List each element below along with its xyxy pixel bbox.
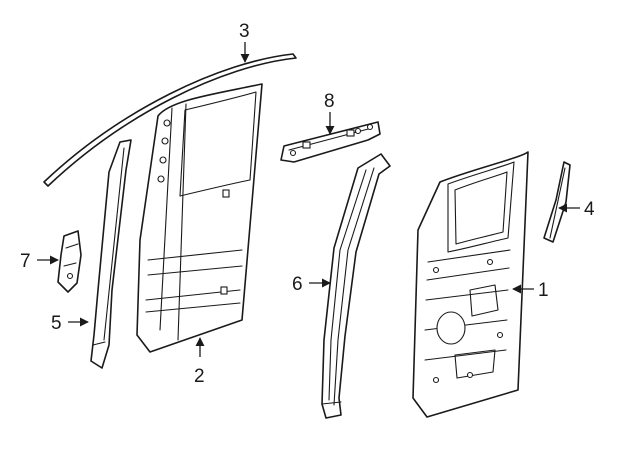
part-6-door-seal[interactable]	[321, 153, 391, 419]
part-4-edge-strip[interactable]	[543, 161, 571, 243]
callout-5: 5	[51, 313, 62, 334]
part-3-roof-weatherstrip[interactable]	[43, 53, 297, 187]
part-8-upper-plate[interactable]	[280, 121, 381, 163]
callout-1: 1	[538, 280, 549, 301]
part-7-bracket[interactable]	[57, 230, 82, 293]
callout-3: 3	[239, 21, 250, 42]
callout-4: 4	[584, 199, 595, 220]
part-5-pillar-seal[interactable]	[90, 139, 132, 369]
callout-2: 2	[194, 366, 205, 387]
callout-6: 6	[292, 274, 303, 295]
callout-8: 8	[324, 91, 335, 112]
part-1-inner-door-frame[interactable]	[412, 151, 529, 418]
part-2-outer-door-panel[interactable]	[136, 83, 263, 353]
callout-7: 7	[20, 251, 31, 272]
